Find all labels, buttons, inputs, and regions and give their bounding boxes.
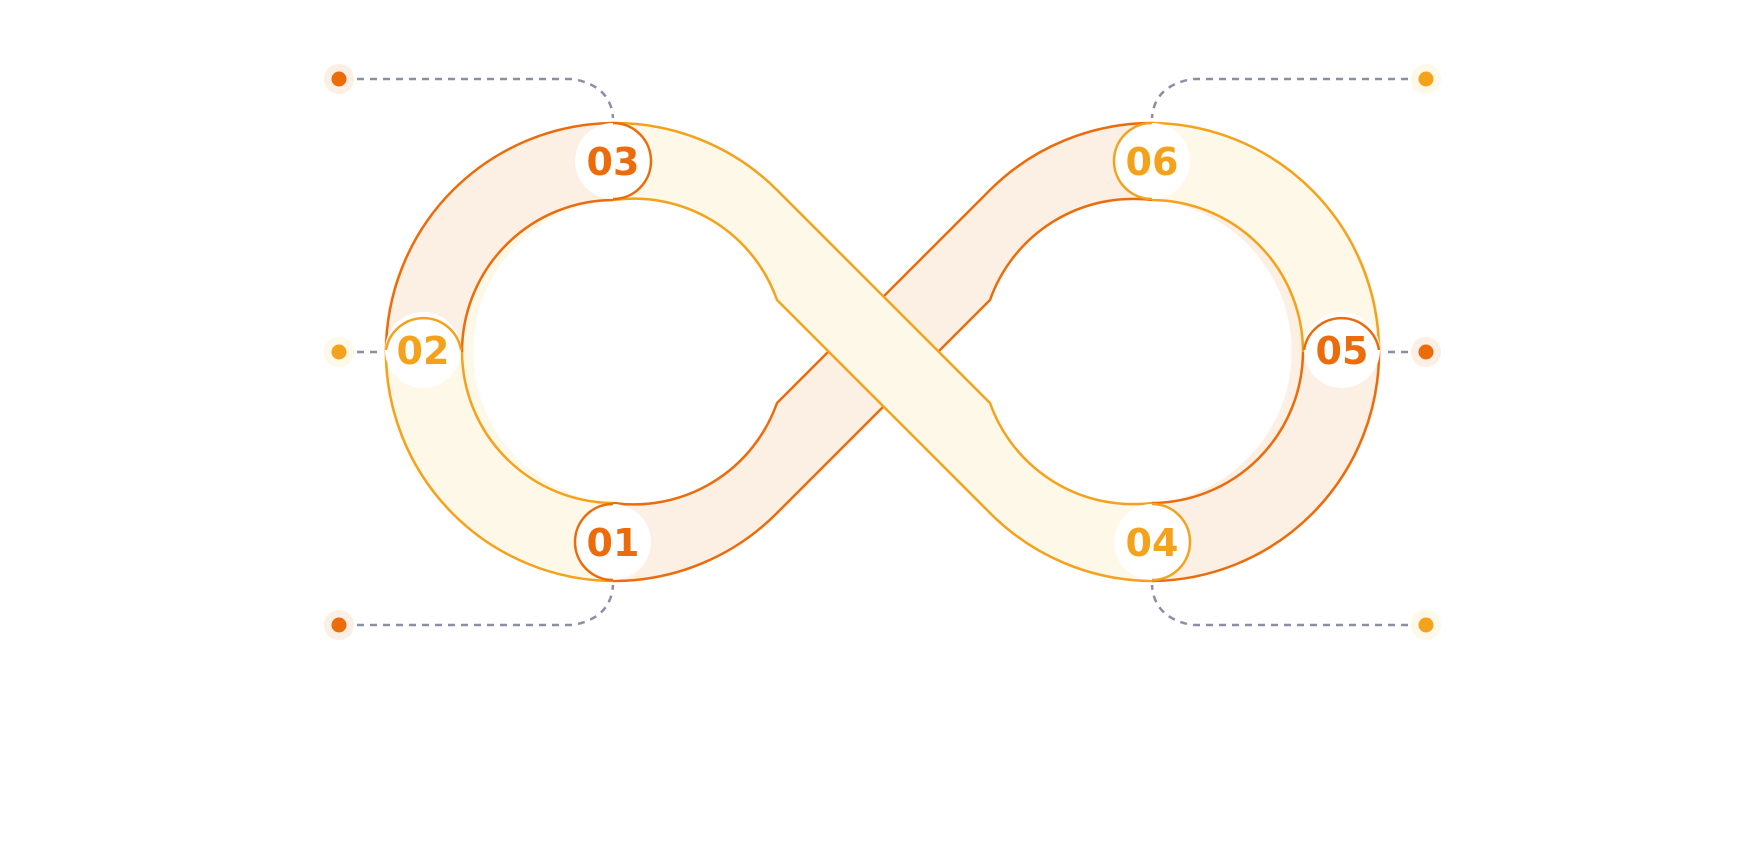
band-front [612,121,1153,583]
step-label-03: 03 [587,140,640,184]
right-loop-outer-segment [1151,121,1381,583]
badge-06: 06 [1112,121,1190,201]
connector-01 [357,584,615,627]
endpoint-right-mid [1411,337,1441,367]
endpoint-right-bottom [1411,610,1441,640]
step-label-02: 02 [397,329,450,373]
left-loop-outer-edge-bottom [384,351,614,583]
right-loop-outer-edge-top [1151,121,1381,353]
band-front-fill [613,122,1152,581]
band-back-edge-outer [612,197,1153,583]
connectors [357,77,1408,627]
badges: 03 02 01 06 05 04 [384,121,1381,582]
left-loop-inner-edge-bottom [460,351,614,505]
endpoints [324,64,1441,640]
endpoint-left-mid [324,337,354,367]
right-loop-inner-edge-top [1151,198,1305,353]
endpoint-left-bottom [324,610,354,640]
step-label-06: 06 [1126,140,1179,184]
connector-06 [1150,77,1408,119]
band-front-edge-outer [612,121,1153,506]
left-loop-inner-edge-top [460,198,614,353]
badge-04: 04 [1114,502,1192,582]
right-loop-inner-edge-bottom [1151,351,1305,505]
step-label-05: 05 [1316,329,1369,373]
left-loop-outer-tint [386,123,613,350]
connector-04 [1150,584,1408,627]
step-label-04: 04 [1126,521,1179,565]
badge-05: 05 [1302,312,1381,388]
right-loop-outer-tint [1152,123,1379,350]
band-front-edge-inner [612,197,1153,583]
badge-03: 03 [575,121,653,201]
badge-01: 01 [573,502,651,582]
step-label-01: 01 [587,521,640,565]
badge-02: 02 [384,312,463,388]
endpoint-left-top [324,64,354,94]
left-loop-outer-segment [384,121,614,583]
right-loop-outer-edge-bottom [1151,351,1381,583]
endpoint-right-top [1411,64,1441,94]
connector-03 [357,77,615,119]
band-back-edge-inner [612,121,1153,506]
left-loop-outer-edge-top [384,121,614,353]
